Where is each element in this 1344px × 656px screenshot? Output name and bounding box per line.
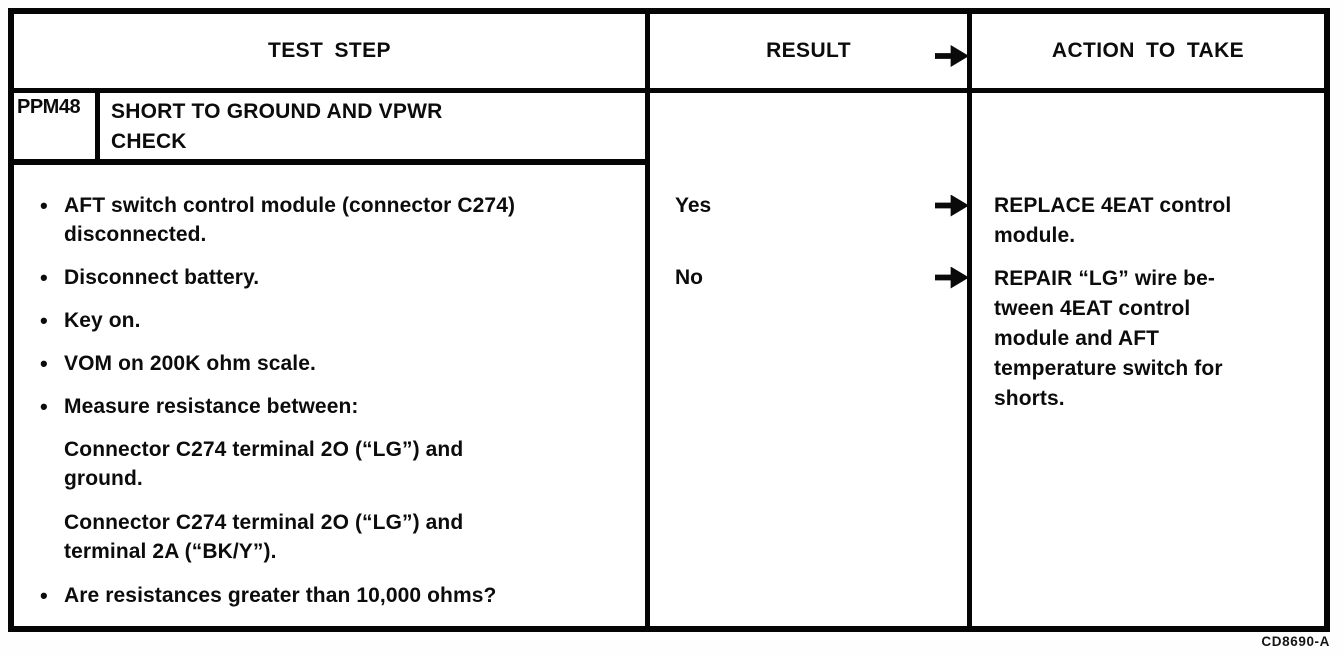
arrow-right-icon [935,194,969,217]
column-header-action: ACTION TO TAKE [972,14,1324,88]
bullet-icon: • [40,265,48,290]
result-row-yes: Yes [675,191,969,220]
test-step-item: • Are resistances greater than 10,000 oh… [40,581,625,610]
test-step-header-label: TEST STEP [268,39,391,62]
action-header-label: ACTION TO TAKE [1051,39,1245,62]
test-title-row: PPM48 SHORT TO GROUND AND VPWR CHECK [14,93,645,165]
test-step-text: VOM on 200K ohm scale. [64,352,316,375]
bullet-icon: • [40,394,48,419]
result-label: No [675,266,703,289]
action-text-no: REPAIR “LG” wire be- tween 4EAT control … [994,267,1223,410]
test-step-item: • Measure resistance between: [40,392,625,421]
test-step-item: • AFT switch control module (connector C… [40,191,625,249]
test-step-text: Key on. [64,309,141,332]
result-cell: Yes No [650,93,972,626]
column-header-test-step: TEST STEP [14,14,650,88]
test-step-cell: PPM48 SHORT TO GROUND AND VPWR CHECK • A… [14,93,650,626]
bullet-icon: • [40,193,48,218]
test-step-text: Disconnect battery. [64,266,260,289]
test-step-item: • VOM on 200K ohm scale. [40,349,625,378]
test-step-subitem: Connector C274 terminal 2O (“LG”) and te… [64,508,625,566]
test-step-text: Measure resistance between: [64,395,359,418]
bullet-icon: • [40,351,48,376]
table-header-row: TEST STEP RESULT ACTION TO TAKE [14,14,1324,93]
test-step-text: AFT switch control module (connector C27… [64,194,516,246]
result-label: Yes [675,194,712,217]
test-title: SHORT TO GROUND AND VPWR CHECK [111,100,443,153]
table-body-row: PPM48 SHORT TO GROUND AND VPWR CHECK • A… [14,93,1324,626]
result-row-no: No [675,263,969,292]
test-step-text: Connector C274 terminal 2O (“LG”) and te… [64,511,464,563]
test-step-text: Are resistances greater than 10,000 ohms… [64,584,497,607]
action-cell: REPLACE 4EAT control module. REPAIR “LG”… [972,93,1324,626]
test-step-item: • Disconnect battery. [40,263,625,292]
test-step-item: • Key on. [40,306,625,335]
bullet-icon: • [40,583,48,608]
test-id-badge: PPM48 [14,93,100,159]
action-text-yes: REPLACE 4EAT control module. [994,194,1232,247]
test-step-text: Connector C274 terminal 2O (“LG”) and gr… [64,438,464,490]
test-step-subitem: Connector C274 terminal 2O (“LG”) and gr… [64,435,625,493]
column-header-result: RESULT [650,14,972,88]
result-header-label: RESULT [766,39,851,62]
arrow-right-icon [935,45,969,67]
figure-code: CD8690-A [1261,634,1330,649]
arrow-right-icon [935,266,969,289]
test-step-list: • AFT switch control module (connector C… [14,165,645,610]
bullet-icon: • [40,308,48,333]
pinpoint-test-table: TEST STEP RESULT ACTION TO TAKE PPM48 SH… [8,8,1330,632]
